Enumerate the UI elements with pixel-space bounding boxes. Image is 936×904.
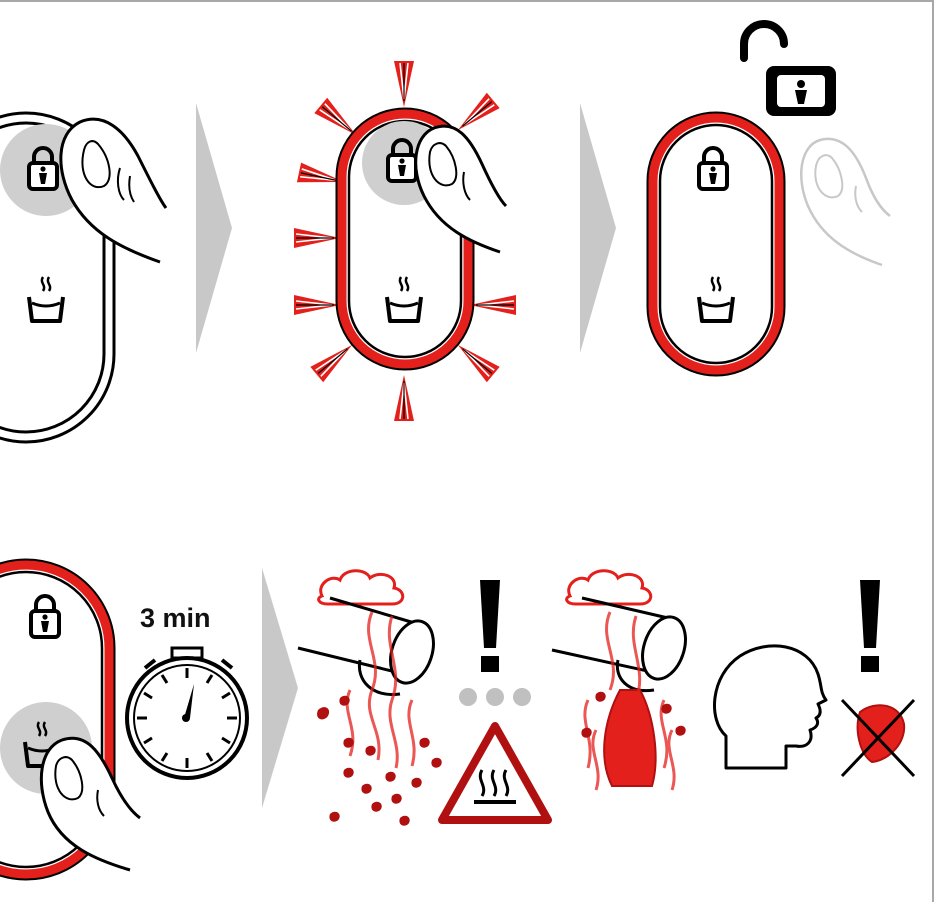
head-profile-icon xyxy=(714,646,826,768)
step3-button-panel xyxy=(648,113,784,375)
cross-icon xyxy=(842,700,914,776)
timer-label: 3 min xyxy=(140,603,211,634)
exclamation-icon xyxy=(480,580,500,672)
hot-surface-warning-icon xyxy=(442,726,548,820)
faded-finger-icon xyxy=(801,139,890,265)
step-arrow-2 xyxy=(580,103,616,353)
step-arrow-3 xyxy=(262,568,298,808)
waiting-dots xyxy=(459,688,531,706)
stopwatch-icon xyxy=(127,648,247,778)
open-padlock-icon xyxy=(744,24,836,116)
exclamation-icon xyxy=(860,580,880,672)
step-arrow-1 xyxy=(196,103,232,353)
steam-cup-illustration xyxy=(552,571,693,790)
spray-hazard-illustration xyxy=(298,571,442,826)
